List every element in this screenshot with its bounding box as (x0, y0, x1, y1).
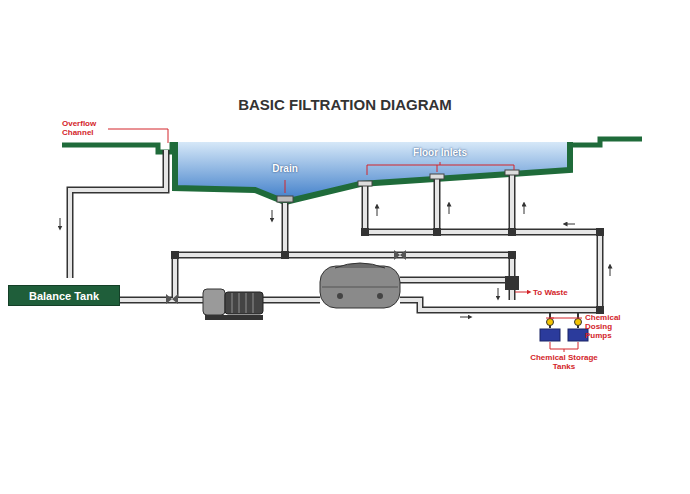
pipe-outline (70, 150, 600, 310)
chemical-dosing (540, 313, 588, 341)
left-deck (62, 142, 172, 152)
valve (394, 250, 406, 260)
pipe-joints (171, 228, 604, 314)
floor-inlet (505, 170, 519, 175)
callout-label: To Waste (533, 288, 583, 297)
pump (203, 289, 263, 320)
waste-arrow (515, 292, 529, 293)
right-deck (573, 139, 642, 145)
floor-inlet (358, 181, 372, 186)
tank-label: Balance Tank (29, 290, 99, 302)
sand-filter (320, 263, 400, 308)
pipe-fill (70, 150, 600, 310)
tank-box: Balance Tank (8, 285, 120, 306)
floor-inlet (430, 174, 444, 179)
callout-label: Chemical Storage Tanks (522, 353, 606, 371)
callout-label: Floor Inlets (395, 147, 485, 159)
leader-lines (108, 129, 582, 352)
callout-label: Overflow Channel (62, 119, 112, 137)
callout-label: Drain (262, 163, 308, 175)
callout-label: Chemical Dosing Pumps (585, 313, 633, 341)
valve (166, 294, 178, 304)
flow-arrows (60, 204, 610, 317)
diagram-title: BASIC FILTRATION DIAGRAM (0, 96, 690, 113)
drain-grate (277, 196, 293, 202)
